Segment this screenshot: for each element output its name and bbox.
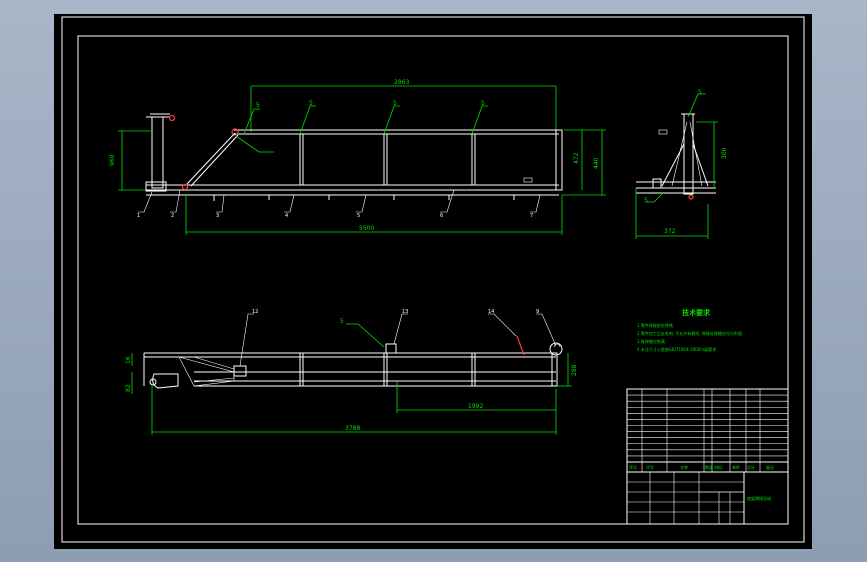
weld-label-2: 5 (309, 100, 313, 107)
plan-callout-12: 12 (252, 309, 258, 315)
plan-view: 12 13 14 9 5 16 82 288 1992 3788 (125, 309, 578, 435)
tb-header-code: 代号 (646, 464, 654, 470)
front-view: 2863 5 5 5 (109, 79, 606, 235)
tb-header-qty: 数量 (705, 464, 713, 470)
callout-1: 1 (137, 213, 140, 219)
plan-weld-label: 5 (340, 318, 344, 325)
tech-note-1: 1.零件焊接前应除锈. (637, 322, 674, 328)
plan-callout-14: 14 (488, 309, 494, 315)
cad-drawing: 2863 5 5 5 (61, 16, 805, 543)
plan-dim-partial: 1992 (468, 403, 483, 410)
plan-dim-left-small: 16 (125, 356, 132, 364)
weld-label-1: 5 (256, 102, 260, 109)
side-weld-label-1: 5 (698, 89, 702, 96)
weld-label-3: 5 (393, 100, 397, 107)
drawing-title: 底架焊接总成 (747, 495, 771, 501)
tb-header-name: 名称 (680, 464, 688, 470)
callout-6: 6 (440, 213, 443, 219)
inner-frame (77, 35, 789, 525)
tech-notes-title: 技术要求 (682, 308, 711, 317)
side-view: 5 5 300 372 (635, 89, 728, 239)
technical-requirements: 技术要求 1.零件焊接前应除锈. 2.零件加工后去毛刺, 不允许有裂纹, 焊接处… (637, 308, 743, 352)
tech-note-4: 4.未注尺寸公差按GB/T1804-2000m级要求. (637, 346, 717, 352)
tb-header-seq: 序号 (629, 464, 637, 470)
tb-header-remarks: 备注 (766, 464, 774, 470)
plan-dim-left-height: 82 (125, 384, 132, 392)
side-weld-label-2: 5 (644, 197, 648, 204)
callout-3: 3 (216, 213, 219, 219)
callout-7: 7 (530, 213, 533, 219)
tb-header-total: 总计 (747, 464, 755, 470)
drawing-sheet: 2863 5 5 5 (54, 14, 812, 549)
dim-right-outer: 440 (593, 157, 600, 169)
callout-2: 2 (171, 213, 174, 219)
tb-header-unit: 单件 (732, 464, 740, 470)
plan-dim-overall: 3788 (345, 425, 360, 432)
title-block: 序号 代号 名称 数量 材料 单件 总计 备注 底架焊接总成 (626, 388, 789, 525)
dim-right-inner: 472 (573, 152, 580, 164)
hook-marker (168, 114, 176, 122)
dim-overall-length: 5500 (359, 225, 374, 232)
dim-left-height: 960 (109, 154, 116, 166)
tb-header-material: 材料 (714, 464, 722, 470)
tech-note-3: 3.各焊缝应饱满. (637, 338, 666, 344)
outer-border (61, 16, 805, 543)
plan-callout-9: 9 (536, 309, 539, 315)
plan-dim-right-height: 288 (571, 364, 578, 376)
callout-4: 4 (285, 213, 288, 219)
tech-note-2: 2.零件加工后去毛刺, 不允许有裂纹, 焊接处焊缝应均匀牢固. (637, 330, 743, 336)
weld-label-4: 5 (481, 100, 485, 107)
side-dim-width: 372 (664, 228, 676, 235)
callout-5: 5 (357, 213, 360, 219)
side-dim-height: 300 (721, 147, 728, 159)
dim-top-length: 2863 (394, 79, 409, 86)
plan-callout-13: 13 (402, 309, 408, 315)
hinge-marker (231, 128, 239, 136)
